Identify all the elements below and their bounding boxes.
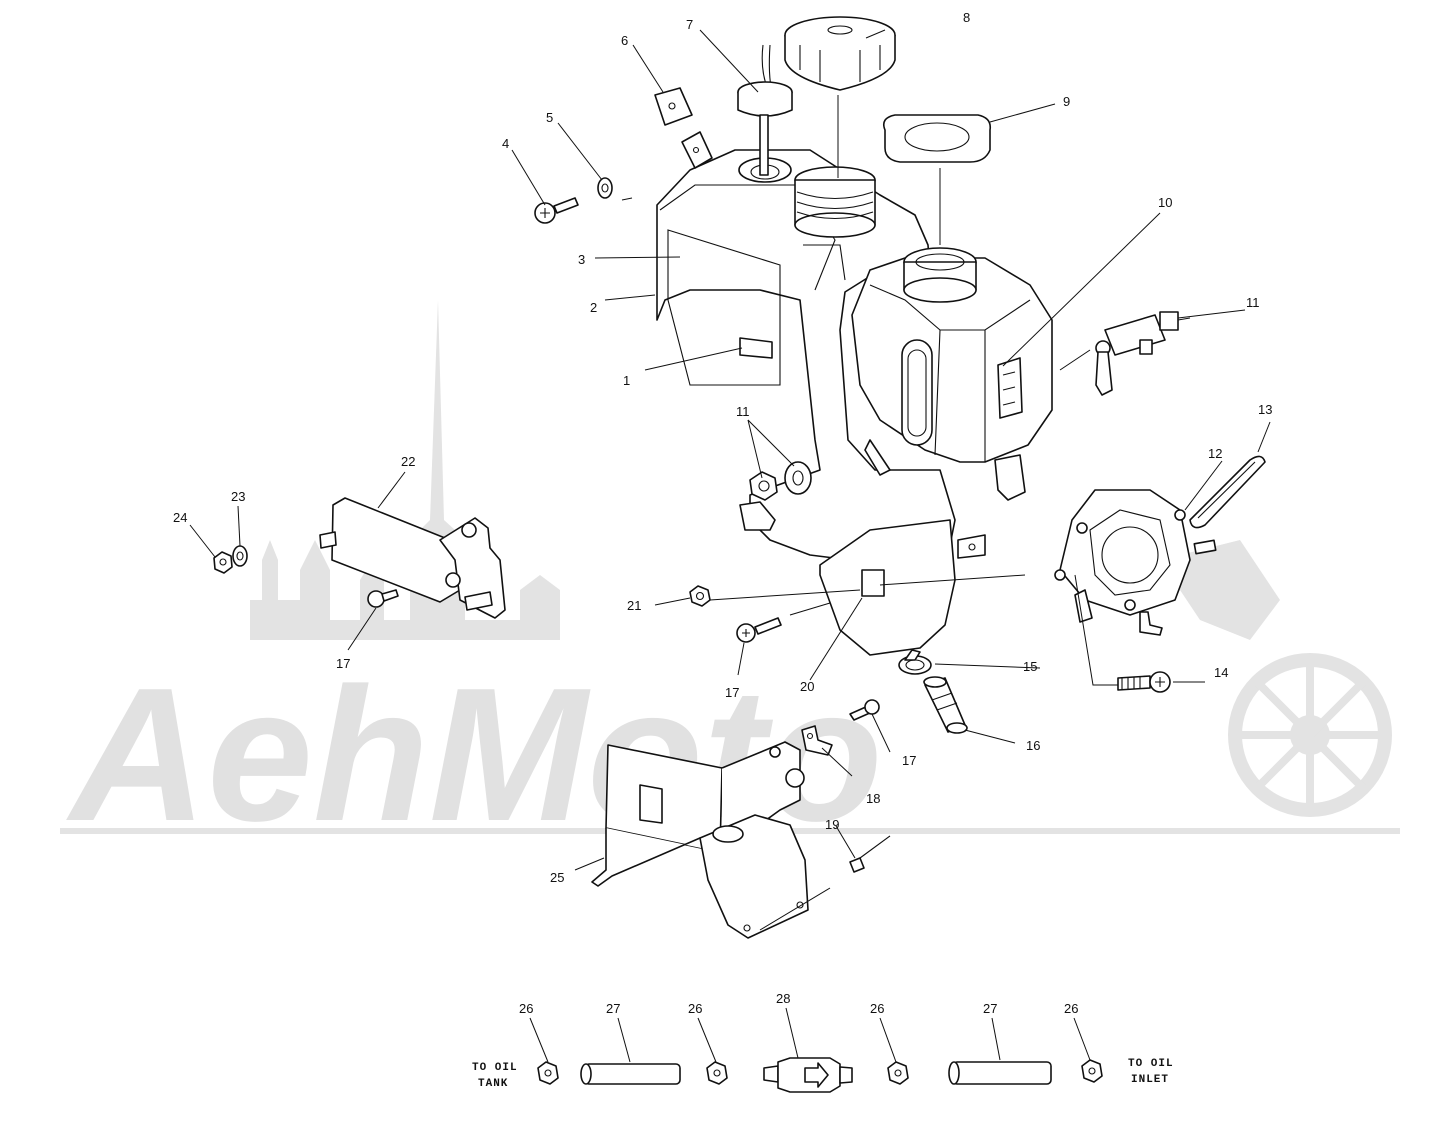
callout-11-valve: 11 bbox=[1246, 295, 1260, 310]
callout-26-a: 26 bbox=[519, 1001, 533, 1016]
callout-15: 15 bbox=[1023, 659, 1037, 674]
fitting-26-a bbox=[537, 1061, 559, 1085]
note-to-oil-inlet-1: TO OIL bbox=[1128, 1058, 1174, 1070]
clamp bbox=[898, 649, 932, 675]
clip bbox=[654, 87, 713, 169]
clip-18 bbox=[801, 725, 833, 756]
hose-27-b bbox=[948, 1061, 1052, 1085]
callout-16: 16 bbox=[1026, 738, 1040, 753]
callout-3: 3 bbox=[578, 252, 585, 267]
fuel-valve bbox=[1095, 311, 1191, 396]
callout-20: 20 bbox=[800, 679, 814, 694]
callout-labels: 1 2 3 4 5 6 7 8 9 10 11 11 12 13 14 15 1… bbox=[173, 10, 1272, 1016]
callout-17-c: 17 bbox=[902, 753, 916, 768]
fuel-pump bbox=[1054, 489, 1217, 636]
fuel-filter-28 bbox=[763, 1057, 853, 1093]
note-to-oil-inlet-2: INLET bbox=[1131, 1074, 1169, 1086]
rivet bbox=[849, 835, 891, 873]
callout-19: 19 bbox=[825, 817, 839, 832]
callout-26-d: 26 bbox=[1064, 1001, 1078, 1016]
callout-22: 22 bbox=[401, 454, 415, 469]
callout-12: 12 bbox=[1208, 446, 1222, 461]
screw-4 bbox=[534, 197, 579, 224]
callout-9: 9 bbox=[1063, 94, 1070, 109]
fitting-26-d bbox=[1081, 1059, 1103, 1083]
callout-14: 14 bbox=[1214, 665, 1228, 680]
callout-21: 21 bbox=[627, 598, 641, 613]
callout-1: 1 bbox=[623, 373, 630, 388]
callout-28: 28 bbox=[776, 991, 790, 1006]
gas-cap bbox=[784, 16, 896, 91]
callout-11-nut: 11 bbox=[736, 404, 750, 419]
hose-fitting bbox=[923, 676, 968, 734]
screw-14 bbox=[1117, 671, 1171, 693]
callout-24: 24 bbox=[173, 510, 187, 525]
mount-bracket bbox=[319, 497, 506, 619]
nut-21 bbox=[689, 585, 711, 607]
note-to-oil-tank-2: TANK bbox=[478, 1078, 508, 1090]
callout-2: 2 bbox=[590, 300, 597, 315]
washer-5 bbox=[597, 177, 613, 199]
callout-4: 4 bbox=[502, 136, 509, 151]
note-to-oil-tank-1: TO OIL bbox=[472, 1062, 518, 1074]
pulse-line bbox=[1189, 455, 1266, 529]
callout-10: 10 bbox=[1158, 195, 1172, 210]
line-notes: TO OIL TANK TO OIL INLET bbox=[472, 1058, 1174, 1090]
nut-24 bbox=[213, 551, 233, 574]
watermark-skyline bbox=[250, 300, 560, 640]
callout-26-b: 26 bbox=[688, 1001, 702, 1016]
callout-17-a: 17 bbox=[725, 685, 739, 700]
callout-5: 5 bbox=[546, 110, 553, 125]
screw-17-b bbox=[367, 589, 399, 608]
fuel-gauge-sender bbox=[737, 44, 793, 176]
callout-7: 7 bbox=[686, 17, 693, 32]
washer-23 bbox=[232, 545, 248, 567]
leader-lines bbox=[189, 29, 1271, 1063]
callout-17-b: 17 bbox=[336, 656, 350, 671]
nut-washer-11 bbox=[749, 461, 812, 501]
screw-17-a bbox=[736, 617, 782, 643]
callout-27-b: 27 bbox=[983, 1001, 997, 1016]
oil-reservoir bbox=[851, 247, 1053, 501]
callout-25: 25 bbox=[550, 870, 564, 885]
callout-13: 13 bbox=[1258, 402, 1272, 417]
fuel-tank bbox=[656, 149, 986, 656]
callout-6: 6 bbox=[621, 33, 628, 48]
tank-bracket bbox=[591, 741, 809, 939]
callout-26-c: 26 bbox=[870, 1001, 884, 1016]
callout-27-a: 27 bbox=[606, 1001, 620, 1016]
fitting-26-b bbox=[706, 1061, 728, 1085]
callout-8: 8 bbox=[963, 10, 970, 25]
fuel-line-assembly bbox=[537, 1057, 1103, 1093]
fitting-26-c bbox=[887, 1061, 909, 1085]
hose-27-a bbox=[580, 1063, 681, 1085]
callout-18: 18 bbox=[866, 791, 880, 806]
callout-23: 23 bbox=[231, 489, 245, 504]
oil-cap bbox=[882, 114, 992, 163]
